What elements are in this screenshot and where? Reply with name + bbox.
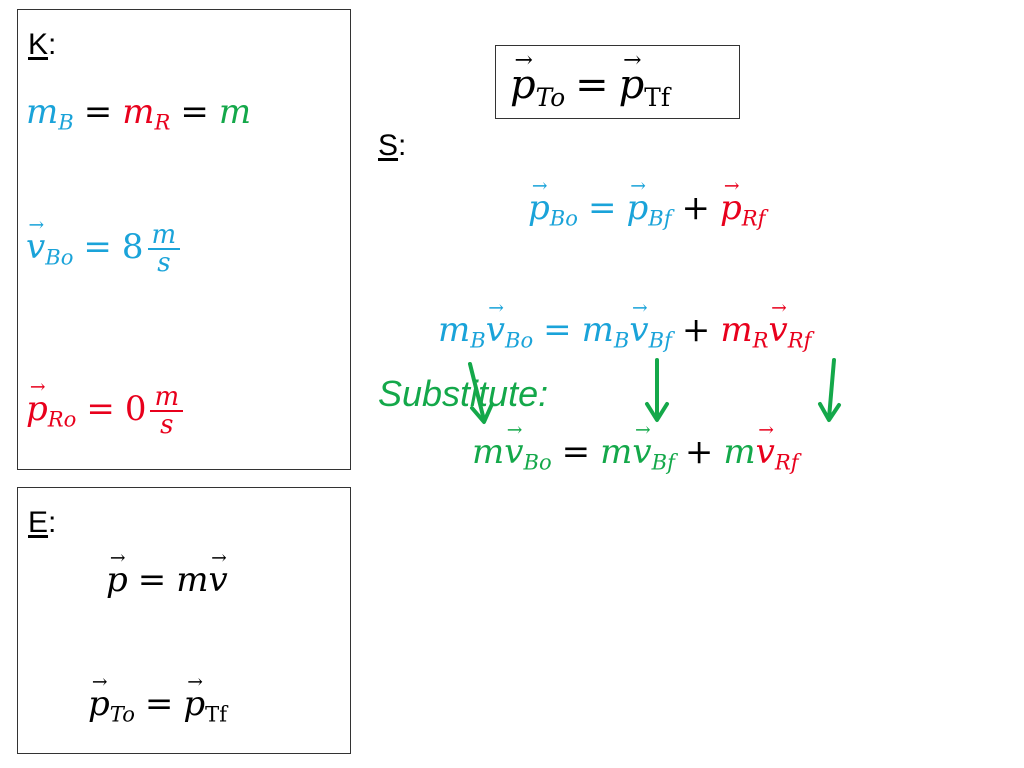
equations-header: E: <box>28 506 57 539</box>
known-box <box>17 9 351 470</box>
arrow-down-icon <box>645 358 669 422</box>
known-eq-momentum-red: pRo=0ms <box>26 384 184 438</box>
equations-box <box>17 487 351 754</box>
solve-line-mass-velocity: mBvBo=mBvBf+mRvRf <box>438 310 811 351</box>
equations-momentum-def: p=mv <box>106 560 228 600</box>
solve-header: S: <box>378 129 407 162</box>
top-equation: pTo=pTf <box>510 62 670 110</box>
solve-line-momentum: pBo=pBf+pRf <box>528 188 765 229</box>
substitute-label: Substitute: <box>378 373 549 414</box>
known-eq-velocity: vBo=8ms <box>26 222 181 276</box>
equations-conservation: pTo=pTf <box>88 684 227 725</box>
known-eq-masses: mB=mR=m <box>26 92 252 135</box>
top-equation-box <box>495 45 740 119</box>
solve-line-substituted: mvBo=mvBf+mvRf <box>472 432 799 473</box>
arrow-down-icon <box>818 358 841 422</box>
known-header: K: <box>28 28 57 61</box>
